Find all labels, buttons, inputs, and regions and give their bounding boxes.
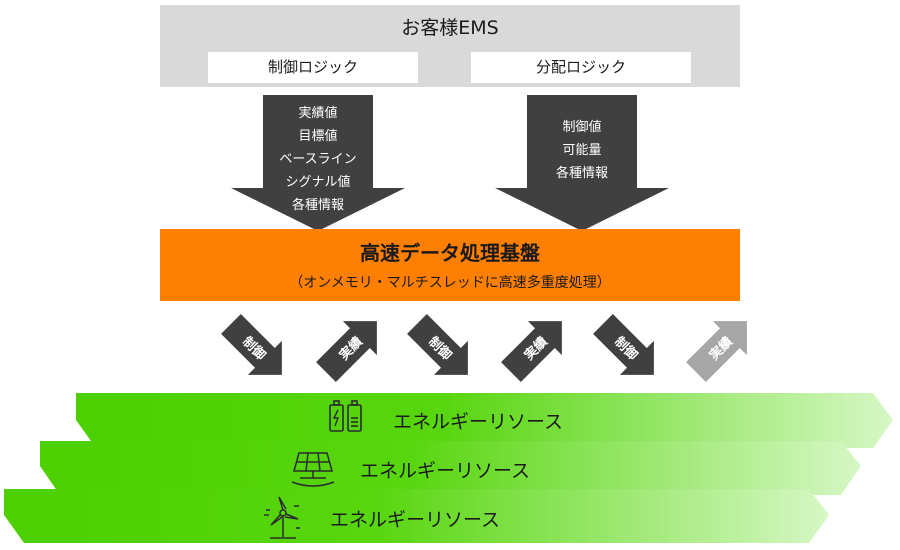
platform-title: 高速データ処理基盤	[360, 241, 540, 265]
control-arrow-2	[407, 314, 468, 375]
platform-subtitle: （オンメモリ・マルチスレッドに高速多重度処理）	[289, 275, 611, 291]
wind-turbine-icon	[264, 496, 300, 539]
label-control-value: 制御値	[562, 120, 602, 135]
resource-band-3	[4, 489, 829, 543]
battery-icon	[329, 400, 362, 432]
ems-title: お客様EMS	[401, 17, 499, 39]
label-baseline: ベースライン	[279, 152, 357, 167]
right-arrow-labels: 制御値 可能量 各種情報	[527, 116, 637, 185]
solar-panel-icon	[291, 452, 335, 487]
down-arrow-right	[495, 95, 669, 231]
label-actual: 実績値	[298, 106, 338, 121]
high-speed-data-platform: 高速データ処理基盤 （オンメモリ・マルチスレッドに高速多重度処理）	[160, 229, 740, 301]
resource-band-2	[40, 441, 861, 495]
label-available-amount: 可能量	[562, 143, 602, 158]
actual-arrow-2	[501, 321, 562, 382]
label-various-info: 各種情報	[291, 198, 344, 213]
control-logic-box: 制御ロジック	[208, 52, 418, 83]
actual-arrow-3	[686, 321, 747, 382]
label-signal: シグナル値	[285, 175, 351, 190]
resource-label-3: エネルギーリソース	[330, 509, 501, 531]
resource-label-1: エネルギーリソース	[393, 411, 564, 433]
resource-band-1	[76, 393, 893, 448]
label-target: 目標値	[298, 129, 338, 144]
resource-label-2: エネルギーリソース	[360, 460, 531, 482]
down-arrow-left	[231, 95, 405, 231]
left-arrow-labels: 実績値 目標値 ベースライン シグナル値 各種情報	[263, 102, 373, 217]
customer-ems-box: お客様EMS 制御ロジック 分配ロジック	[160, 5, 740, 87]
actual-arrow-1	[316, 321, 377, 382]
control-arrow-3	[593, 314, 654, 375]
control-arrow-1	[221, 314, 282, 375]
label-various-info-2: 各種情報	[555, 166, 608, 181]
distribution-logic-box: 分配ロジック	[471, 52, 691, 83]
